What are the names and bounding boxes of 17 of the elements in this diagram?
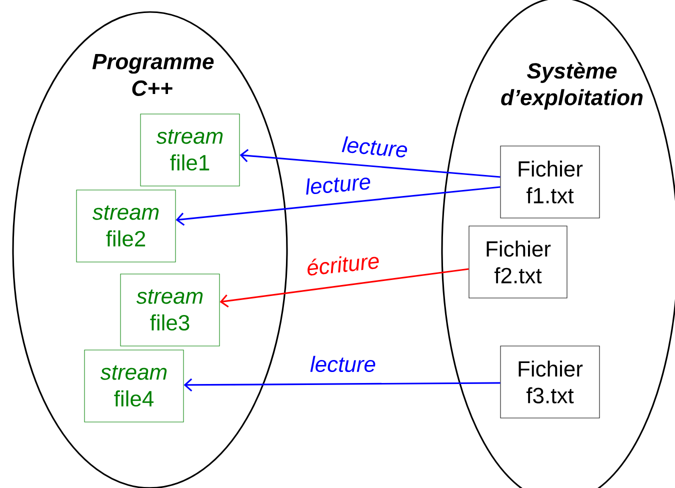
edge-label: écriture bbox=[304, 250, 382, 278]
edge-label: lecture bbox=[302, 172, 374, 196]
arrow bbox=[220, 268, 469, 308]
box: Fichier f1.txt bbox=[500, 146, 600, 218]
arrow bbox=[240, 149, 500, 178]
edge-label: lecture bbox=[308, 354, 378, 374]
edge-label: lecture bbox=[340, 134, 410, 160]
box: stream file3 bbox=[120, 274, 220, 346]
box: Fichier f3.txt bbox=[500, 346, 600, 418]
heading: Programme C++ bbox=[92, 54, 214, 96]
arrow bbox=[176, 186, 500, 226]
box: stream file4 bbox=[84, 350, 184, 422]
heading: Système d’exploitation bbox=[501, 62, 643, 110]
box: stream file1 bbox=[140, 114, 240, 186]
arrow bbox=[184, 378, 500, 392]
box: Fichier f2.txt bbox=[468, 226, 568, 298]
box: stream file2 bbox=[76, 190, 176, 262]
